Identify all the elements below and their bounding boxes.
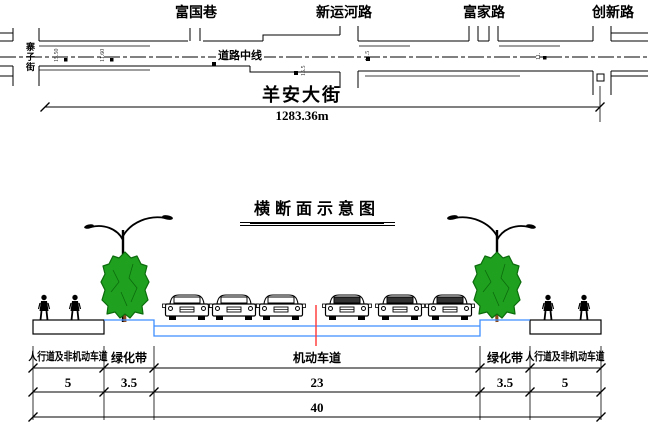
- person-icon: [37, 293, 51, 321]
- dim-greenbelt-left: 3.5: [120, 375, 138, 390]
- left-sidewalk-block: [32, 319, 105, 335]
- tree-icon: [471, 250, 523, 324]
- car-icon: [321, 294, 373, 321]
- cars: [161, 294, 476, 321]
- zone-label-greenbelt-left: 绿化带: [110, 351, 148, 365]
- station-marker-label: 15.5: [301, 65, 307, 77]
- dim-sidewalk-right: 5: [561, 375, 569, 390]
- xinyunhe-road-junction: [339, 26, 359, 88]
- car-icon: [424, 294, 476, 321]
- car-icon: [208, 294, 260, 321]
- section-title: 横断面示意图: [247, 202, 387, 223]
- zone-label-sidewalk-left: 人行道及非机动车道: [28, 351, 108, 363]
- person-icon: [68, 293, 82, 321]
- fuguo-lane-junction: [189, 28, 201, 41]
- road-label-fuguo-lane: 富国巷: [175, 6, 217, 21]
- dim-carriageway: 23: [310, 375, 324, 390]
- station-marker-label: 15.50: [54, 48, 60, 63]
- street-name: 羊安大街: [262, 85, 342, 105]
- fujia-road-junction: [468, 26, 499, 41]
- tree-icon: [99, 250, 151, 324]
- person-icon: [577, 293, 591, 321]
- road-label-chuangxin-road: 创新路: [592, 6, 634, 21]
- road-surface-line: [104, 319, 530, 337]
- car-icon: [374, 294, 426, 321]
- plan-view: [0, 26, 648, 122]
- left-cross-street: [0, 28, 40, 86]
- dim-total-width: 40: [310, 400, 324, 415]
- car-icon: [161, 294, 213, 321]
- zone-label-greenbelt-right: 绿化带: [486, 351, 524, 365]
- road-label-fujia-road: 富家路: [463, 6, 505, 21]
- station-marker-label: 11.: [536, 52, 542, 60]
- dimension-chain: [27, 346, 607, 423]
- street-length-dimension: [39, 86, 606, 122]
- station-marker-label: 11.5: [365, 50, 371, 61]
- road-top-edge: [0, 34, 648, 47]
- zone-label-sidewalk-right: 人行道及非机动车道: [525, 351, 605, 363]
- cross-section: [27, 213, 607, 423]
- station-marker-squares: [64, 56, 547, 75]
- dim-greenbelt-right: 3.5: [496, 375, 514, 390]
- car-icon: [255, 294, 307, 321]
- person-icon: [541, 293, 555, 321]
- dim-sidewalk-left: 5: [64, 375, 72, 390]
- station-marker-label: 11.60: [100, 48, 106, 62]
- road-bottom-edge: [0, 65, 648, 77]
- street-length: 1283.36m: [275, 108, 329, 123]
- right-sidewalk-block: [529, 319, 602, 335]
- road-label-xinyunhe-road: 新运河路: [316, 6, 372, 21]
- road-label-side-street: 寨子街: [25, 42, 35, 72]
- zone-label-carriageway: 机动车道: [292, 351, 342, 365]
- chuangxin-road-junction: [592, 26, 648, 95]
- road-centerline-label: 道路中线: [216, 50, 264, 62]
